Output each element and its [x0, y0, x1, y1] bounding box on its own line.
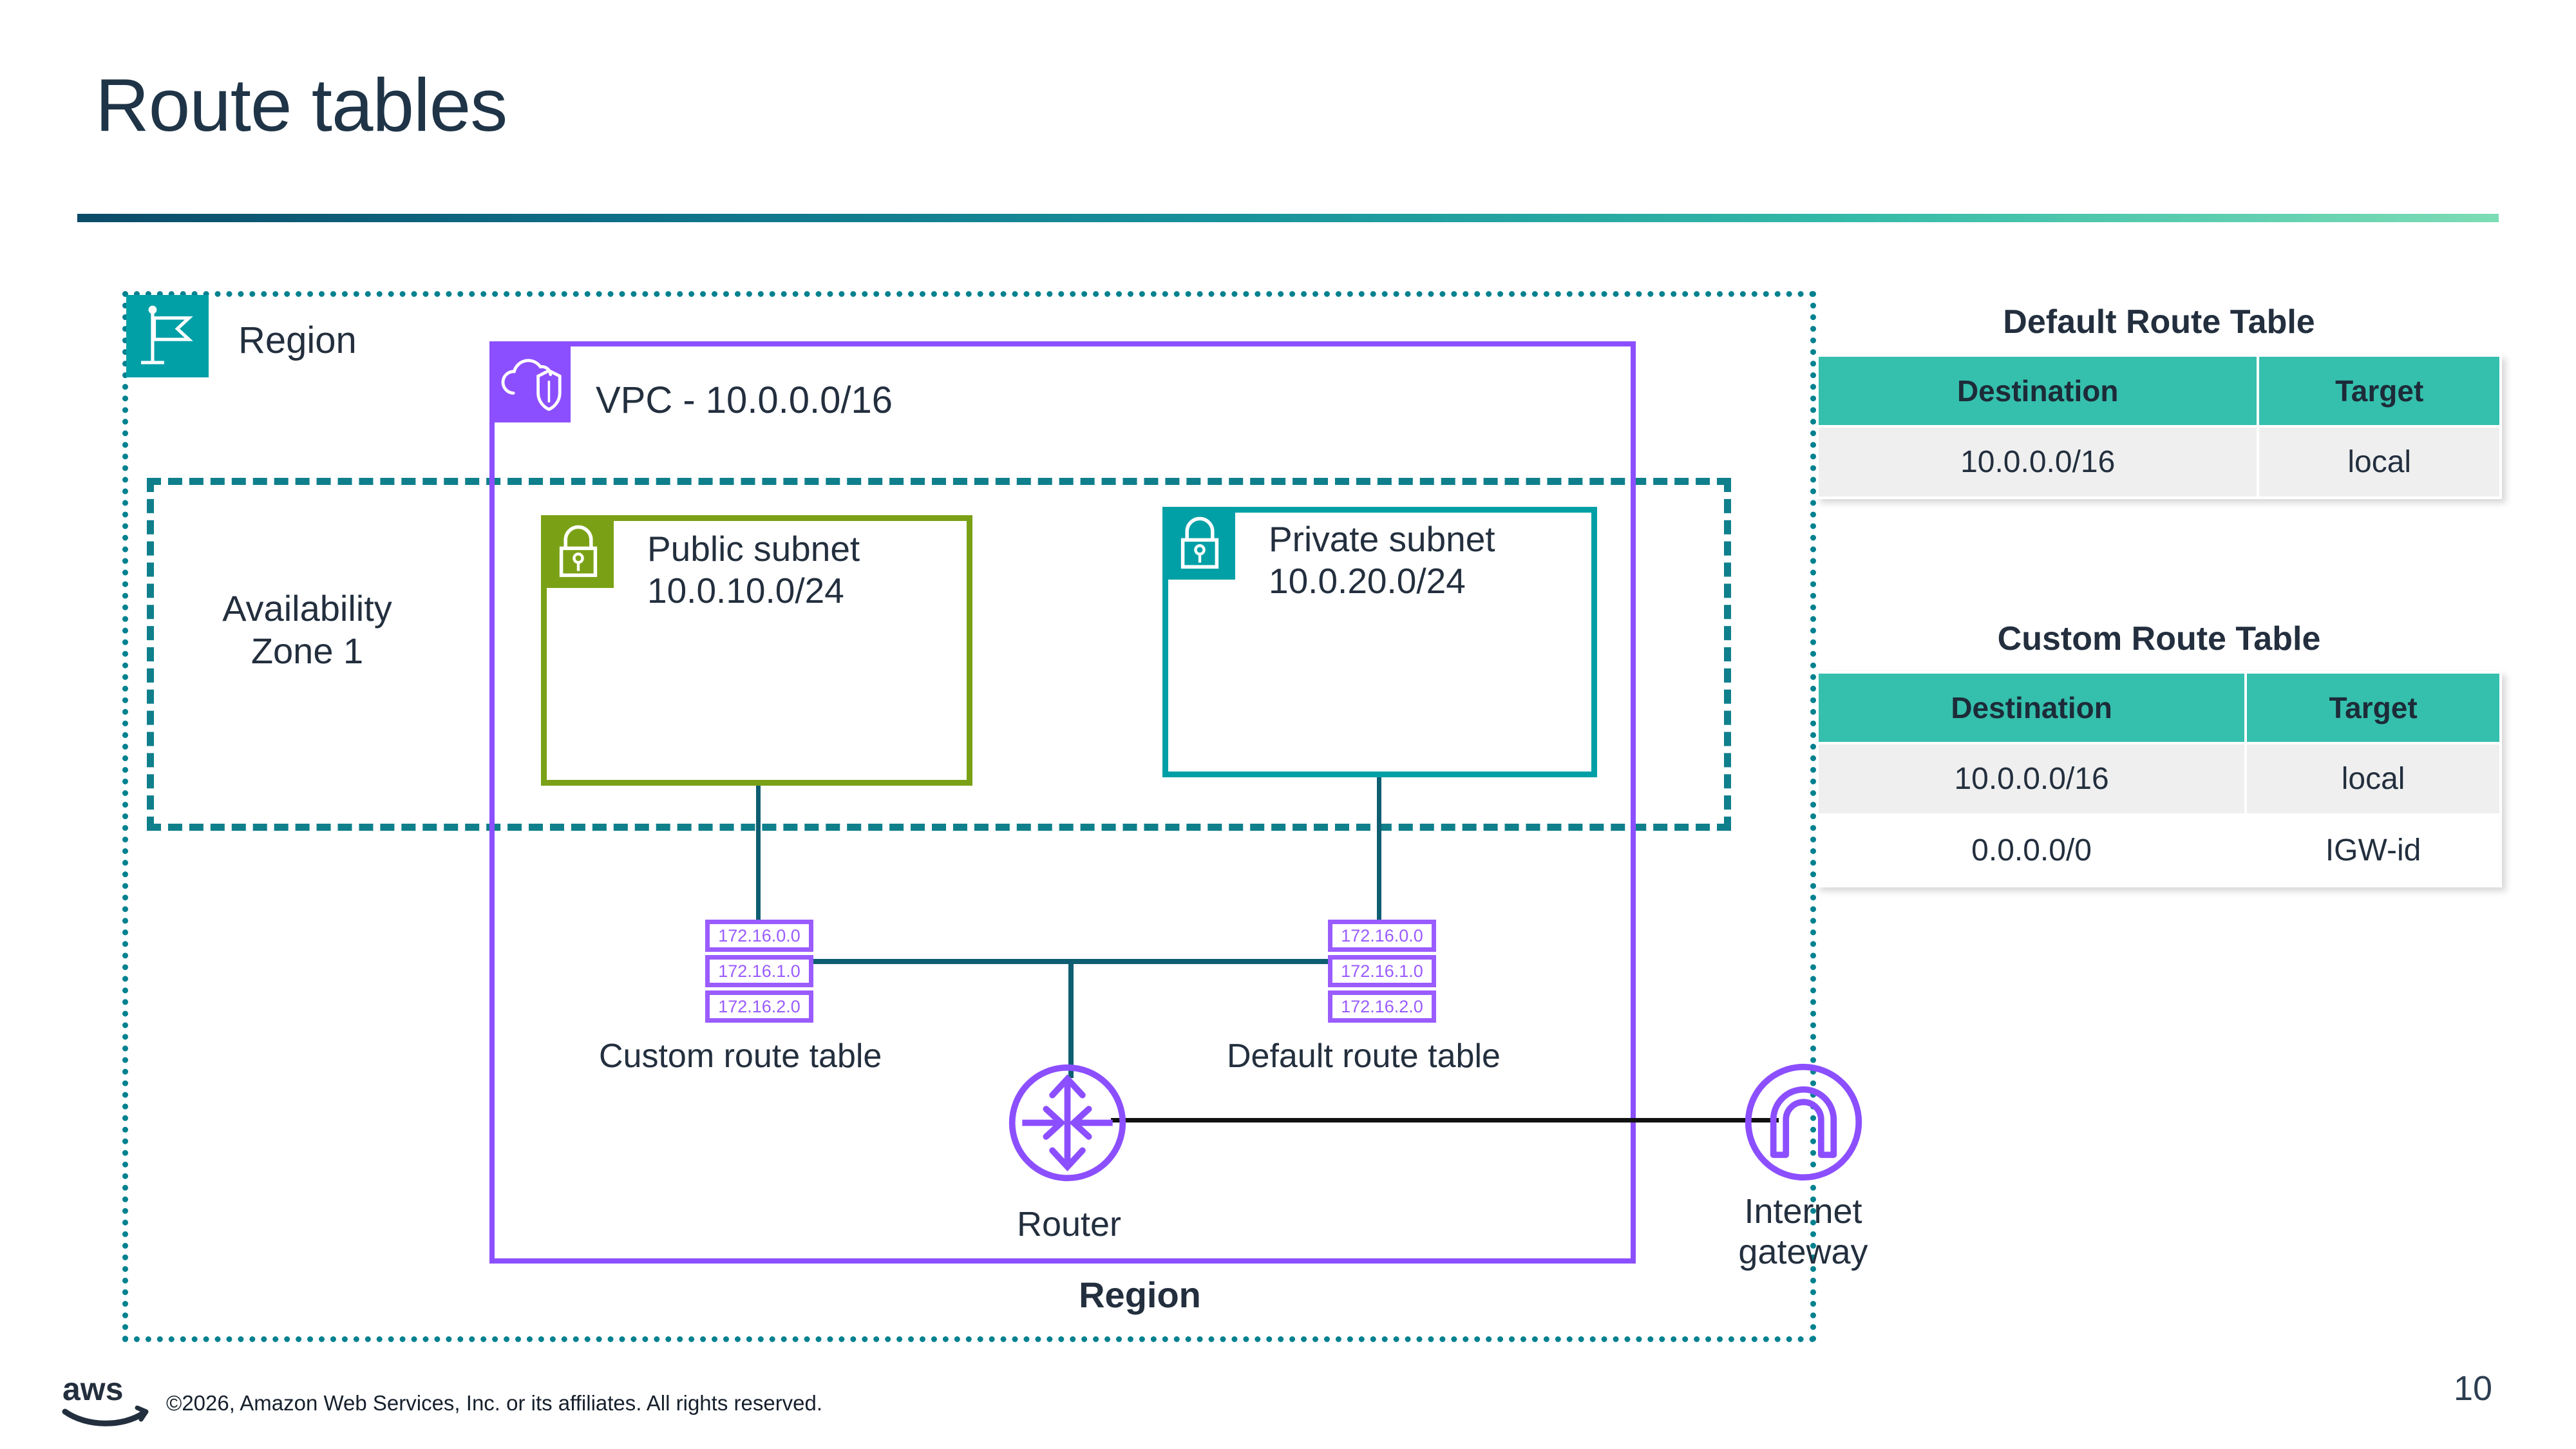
az-label-line1: Availability [222, 588, 392, 629]
table-header-row: Destination Target [1819, 674, 2499, 742]
custom-route-table-title: Custom Route Table [1997, 620, 2321, 658]
default-route-table-caption: Default route table [1227, 1037, 1501, 1075]
custom-route-table-icon: 172.16.0.0 172.16.1.0 172.16.2.0 [705, 920, 813, 1026]
cell-target: local [2259, 428, 2499, 497]
vpc-boundary [489, 341, 1636, 1264]
route-entry: 172.16.1.0 [705, 955, 813, 987]
custom-route-table-caption: Custom route table [599, 1037, 882, 1075]
private-subnet-name: Private subnet [1269, 519, 1495, 559]
public-subnet-lock-icon [543, 517, 614, 588]
public-subnet-label: Public subnet 10.0.10.0/24 [647, 528, 860, 612]
region-boundary [122, 291, 1816, 1342]
vpc-cloud-shield-icon [493, 345, 571, 422]
column-header-target: Target [2259, 357, 2499, 425]
private-subnet-lock-icon [1164, 509, 1235, 580]
connector-private-subnet [1377, 777, 1381, 921]
igw-label-line2: gateway [1738, 1232, 1868, 1271]
connector-router [1068, 959, 1074, 1078]
default-route-table-grid: Destination Target 10.0.0.0/16 local [1816, 354, 2502, 499]
availability-zone-label: Availability Zone 1 [169, 587, 446, 672]
internet-gateway-label: Internet gateway [1707, 1191, 1900, 1272]
default-route-table-title: Default Route Table [2003, 303, 2315, 341]
cell-destination: 0.0.0.0/0 [1819, 816, 2245, 885]
default-route-table-icon: 172.16.0.0 172.16.1.0 172.16.2.0 [1328, 920, 1436, 1026]
route-entry: 172.16.0.0 [705, 920, 813, 952]
public-subnet-name: Public subnet [647, 529, 860, 569]
table-row: 10.0.0.0/16 local [1819, 428, 2499, 497]
cell-destination: 10.0.0.0/16 [1819, 428, 2257, 497]
column-header-destination: Destination [1819, 357, 2257, 425]
az-label-line2: Zone 1 [251, 630, 364, 672]
table-row: 10.0.0.0/16 local [1819, 744, 2499, 813]
region-flag-icon [126, 295, 209, 377]
page-number: 10 [2454, 1369, 2493, 1408]
custom-route-table: Custom Route Table Destination Target 10… [1816, 620, 2502, 887]
connector-public-subnet [756, 786, 761, 921]
route-entry: 172.16.1.0 [1328, 955, 1436, 987]
router-arrows-icon [1005, 1060, 1130, 1186]
aws-logo: aws [61, 1370, 164, 1430]
route-entry: 172.16.2.0 [705, 990, 813, 1023]
cell-target: local [2247, 744, 2499, 813]
vpc-label: VPC - 10.0.0.0/16 [596, 379, 893, 421]
page-title: Route tables [95, 63, 507, 147]
region-bottom-label: Region [1079, 1274, 1201, 1315]
table-header-row: Destination Target [1819, 357, 2499, 425]
router-label: Router [1016, 1205, 1122, 1244]
copyright-text: ©2026, Amazon Web Services, Inc. or its … [166, 1391, 823, 1415]
region-label: Region [238, 319, 357, 361]
column-header-target: Target [2247, 674, 2499, 742]
custom-route-table-grid: Destination Target 10.0.0.0/16 local 0.0… [1816, 671, 2502, 887]
route-entry: 172.16.0.0 [1328, 920, 1436, 952]
svg-text:aws: aws [62, 1371, 124, 1407]
private-subnet-label: Private subnet 10.0.20.0/24 [1269, 518, 1495, 602]
cell-destination: 10.0.0.0/16 [1819, 744, 2245, 813]
public-subnet-cidr: 10.0.10.0/24 [647, 570, 844, 611]
availability-zone-boundary [147, 478, 1731, 831]
column-header-destination: Destination [1819, 674, 2245, 742]
route-entry: 172.16.2.0 [1328, 990, 1436, 1023]
internet-gateway-icon [1741, 1059, 1866, 1185]
title-accent-rule [77, 214, 2499, 222]
cell-target: IGW-id [2247, 816, 2499, 885]
private-subnet-cidr: 10.0.20.0/24 [1269, 560, 1466, 601]
default-route-table: Default Route Table Destination Target 1… [1816, 303, 2502, 499]
table-row: 0.0.0.0/0 IGW-id [1819, 816, 2499, 885]
igw-label-line1: Internet [1744, 1192, 1862, 1231]
connector-internet-gateway [1111, 1118, 1779, 1122]
